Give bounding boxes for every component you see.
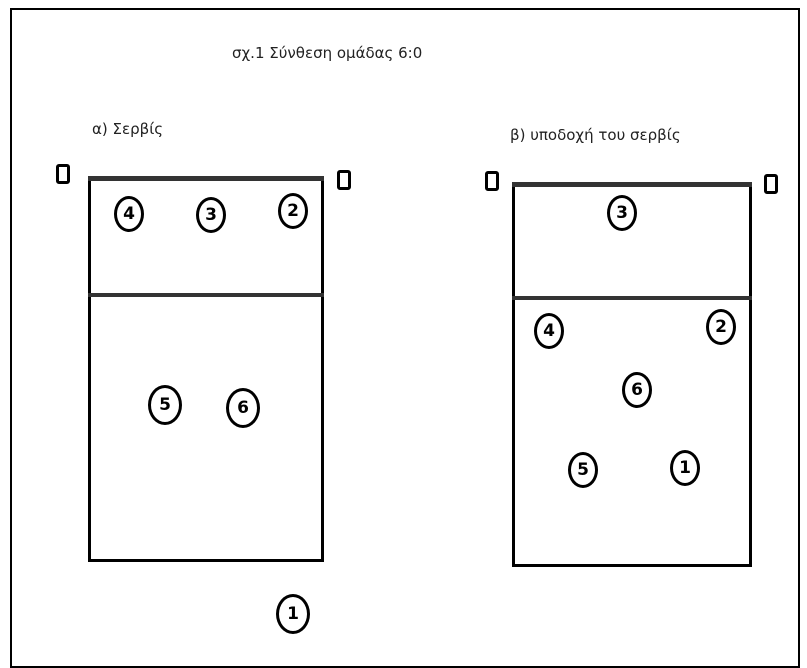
player-a-1: 1 — [276, 594, 310, 634]
player-b-3: 3 — [607, 195, 637, 231]
net-post-left-b — [485, 171, 499, 191]
player-b-6: 6 — [622, 372, 652, 408]
attack-line-a — [88, 293, 324, 297]
player-a-6: 6 — [226, 388, 260, 428]
player-b-5: 5 — [568, 452, 598, 488]
player-a-2: 2 — [278, 193, 308, 229]
panel-a-label: α) Σερβίς — [92, 120, 164, 138]
player-b-1: 1 — [670, 450, 700, 486]
diagram-title: σχ.1 Σύνθεση ομάδας 6:0 — [232, 44, 423, 62]
player-a-3: 3 — [196, 197, 226, 233]
player-a-5: 5 — [148, 385, 182, 425]
player-a-4: 4 — [114, 196, 144, 232]
net-post-right-a — [337, 170, 351, 190]
court-b — [512, 182, 752, 567]
panel-b-label: β) υποδοχή του σερβίς — [510, 126, 681, 144]
net-a — [88, 176, 324, 181]
net-post-left-a — [56, 164, 70, 184]
player-b-4: 4 — [534, 313, 564, 349]
player-b-2: 2 — [706, 309, 736, 345]
net-post-right-b — [764, 174, 778, 194]
court-a — [88, 176, 324, 562]
attack-line-b — [512, 296, 752, 300]
net-b — [512, 182, 752, 187]
